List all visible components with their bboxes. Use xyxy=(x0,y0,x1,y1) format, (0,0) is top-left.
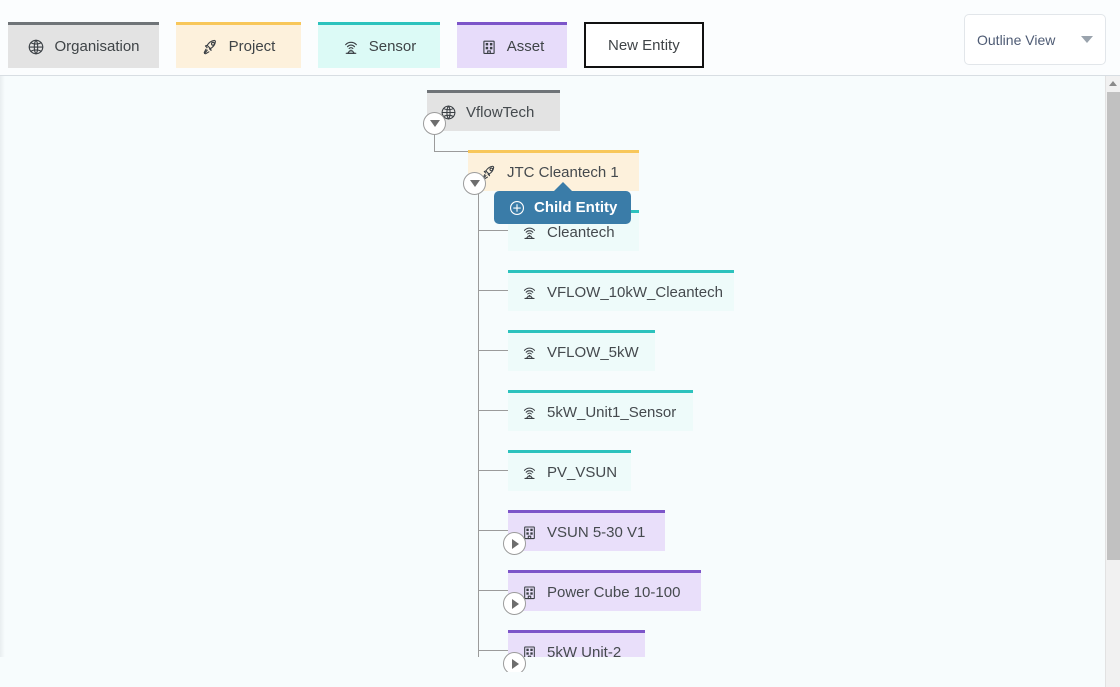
tree-node-vsun-5-30-v1[interactable]: VSUN 5-30 V1 xyxy=(508,510,665,551)
scroll-up-button[interactable] xyxy=(1106,76,1120,91)
tree-node-label: VSUN 5-30 V1 xyxy=(547,523,646,541)
tree-node-label: Cleantech xyxy=(547,223,615,241)
globe-icon xyxy=(27,38,45,56)
tree-node-vflow-5kw[interactable]: VFLOW_5kW xyxy=(508,330,655,371)
child-entity-tooltip-label: Child Entity xyxy=(534,199,618,216)
tree-node-label: PV_VSUN xyxy=(547,463,618,481)
rocket-icon xyxy=(202,38,220,56)
view-mode-select[interactable]: Outline View xyxy=(964,14,1106,65)
connector-branch-horizontal-1 xyxy=(478,290,508,291)
tree-node-label: 5kW Unit-2 xyxy=(547,643,622,661)
tree-node-label: VFLOW_5kW xyxy=(547,343,639,361)
view-mode-value: Outline View xyxy=(977,31,1056,48)
tree-node-toggle-vsun-5-30-v1[interactable] xyxy=(503,532,526,555)
tree-node-label: VFLOW_10kW_Cleantech xyxy=(547,283,723,301)
tree-node-power-cube[interactable]: Power Cube 10-100 xyxy=(508,570,701,611)
legend-chip-organisation[interactable]: Organisation xyxy=(8,22,159,68)
sensor-icon xyxy=(521,284,538,301)
triangle-right-icon xyxy=(512,598,519,609)
connector-branch-vertical xyxy=(478,182,479,672)
connector-root-horizontal xyxy=(434,151,468,152)
child-entity-tooltip[interactable]: Child Entity xyxy=(494,182,632,224)
vertical-scrollbar-thumb[interactable] xyxy=(1107,92,1120,560)
triangle-right-icon xyxy=(512,658,519,669)
legend-chip-project[interactable]: Project xyxy=(176,22,301,68)
legend-chip-label: Organisation xyxy=(54,38,140,55)
globe-icon xyxy=(440,104,457,121)
tree-node-5kw-unit1-sensor[interactable]: 5kW_Unit1_Sensor xyxy=(508,390,693,431)
tree-node-label: 5kW_Unit1_Sensor xyxy=(547,403,677,421)
triangle-up-icon xyxy=(1109,81,1117,86)
entity-type-legend: Organisation Project Sensor Asset New Entity xyxy=(8,22,704,68)
sensor-icon xyxy=(521,464,538,481)
connector-branch-horizontal-2 xyxy=(478,350,508,351)
connector-branch-horizontal-6 xyxy=(478,590,508,591)
new-entity-button[interactable]: New Entity xyxy=(584,22,704,68)
tree-node-toggle-5kw-unit-2[interactable] xyxy=(503,652,526,672)
tree-node-vflowtech[interactable]: VflowTech xyxy=(427,90,560,131)
vertical-scrollbar[interactable] xyxy=(1105,76,1120,687)
building-icon xyxy=(480,38,498,56)
sensor-icon xyxy=(342,38,360,56)
tree-node-label: JTC Cleantech 1 xyxy=(507,163,619,181)
legend-chip-label: Asset xyxy=(506,38,545,55)
building-icon xyxy=(521,584,538,601)
triangle-down-icon xyxy=(429,120,440,127)
plus-circle-icon xyxy=(508,199,526,217)
connector-branch-horizontal-7 xyxy=(478,650,508,651)
legend-chip-sensor[interactable]: Sensor xyxy=(318,22,440,68)
tree-node-jtc-cleantech-1[interactable]: JTC Cleantech 1 xyxy=(468,150,639,191)
tree-node-toggle-vflowtech[interactable] xyxy=(423,112,446,135)
new-entity-label: New Entity xyxy=(608,36,680,54)
tree-node-label: Power Cube 10-100 xyxy=(547,583,681,601)
legend-chip-label: Project xyxy=(228,38,276,55)
connector-branch-horizontal-0 xyxy=(478,230,508,231)
tree-node-toggle-power-cube[interactable] xyxy=(503,592,526,615)
horizontal-scrollbar[interactable] xyxy=(0,657,1105,672)
tree-node-vflow-10kw[interactable]: VFLOW_10kW_Cleantech xyxy=(508,270,734,311)
tree-node-pv-vsun[interactable]: PV_VSUN xyxy=(508,450,631,491)
triangle-down-icon xyxy=(469,180,480,187)
toolbar: Organisation Project Sensor Asset New Entity… xyxy=(0,0,1120,76)
connector-branch-horizontal-3 xyxy=(478,410,508,411)
tree-node-label: VflowTech xyxy=(466,103,535,121)
connector-root-vertical xyxy=(434,122,435,152)
sensor-icon xyxy=(521,344,538,361)
legend-chip-label: Sensor xyxy=(368,38,417,55)
connector-branch-horizontal-4 xyxy=(478,470,508,471)
legend-chip-asset[interactable]: Asset xyxy=(457,22,567,68)
connector-branch-horizontal-5 xyxy=(478,530,508,531)
sensor-icon xyxy=(521,404,538,421)
tree-node-toggle-jtc-cleantech-1[interactable] xyxy=(463,172,486,195)
building-icon xyxy=(521,524,538,541)
canvas-edge-shadow xyxy=(0,76,5,672)
triangle-right-icon xyxy=(512,538,519,549)
sensor-icon xyxy=(521,224,538,241)
chevron-down-icon xyxy=(1081,36,1093,43)
